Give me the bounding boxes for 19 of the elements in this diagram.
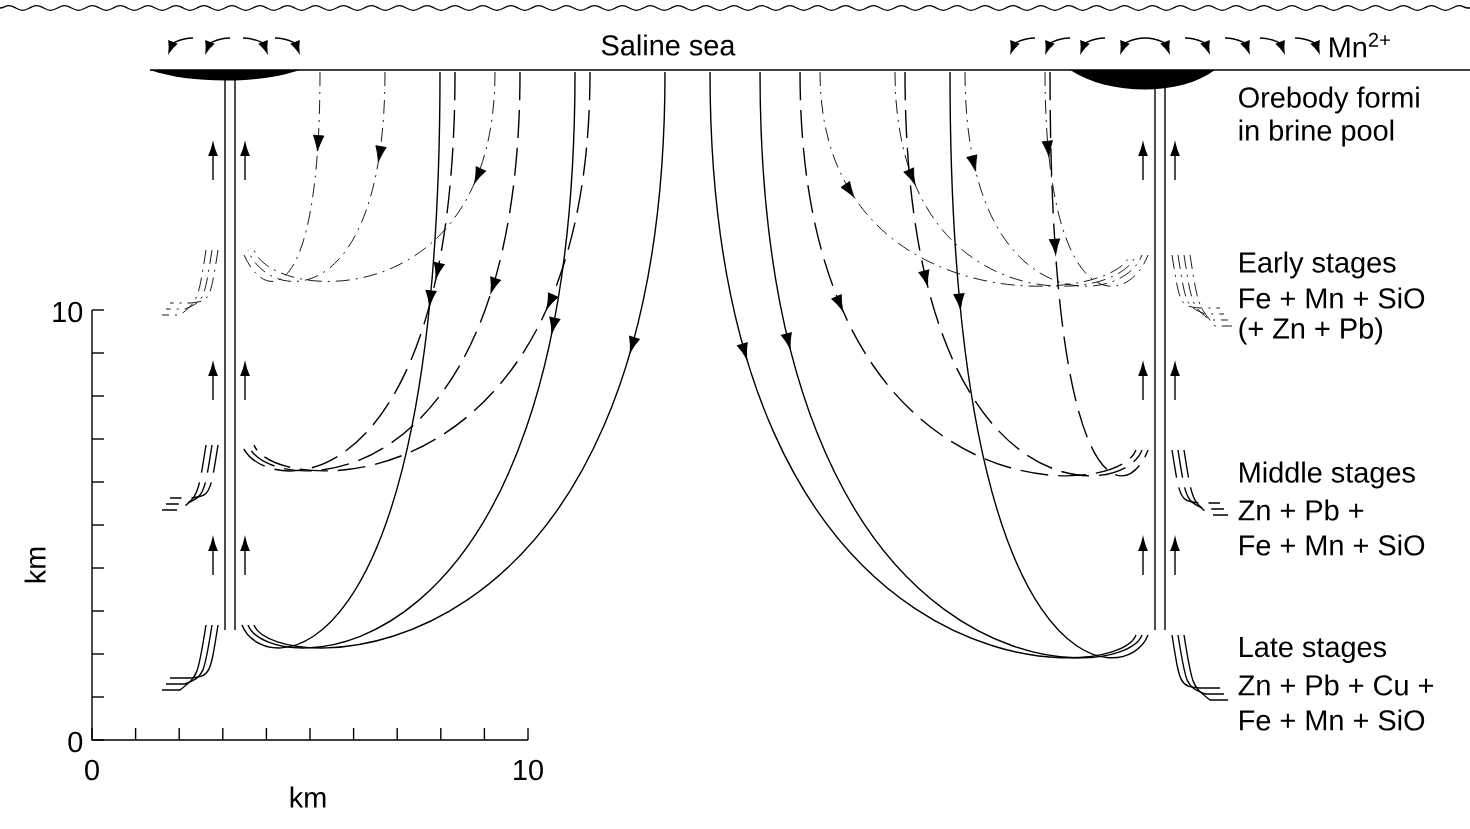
axis-label: 10 (514, 759, 543, 781)
label-text: Fe + Mn + SiO (1240, 534, 1425, 556)
axis-label: km (24, 547, 46, 583)
axis-label: 0 (85, 759, 99, 781)
label-text: in brine pool (1239, 119, 1394, 147)
label-text: Fe + Mn + SiO (1240, 709, 1425, 731)
axis-label: 0 (68, 731, 83, 753)
axis-label: 10 (53, 301, 83, 323)
label-text: (+ Zn + Pb) (1239, 317, 1383, 345)
label-text: Zn + Pb + (1238, 499, 1364, 521)
label-text: Mn$^{2+}$ (1330, 32, 1390, 58)
label-text: Zn + Pb + Cu + (1238, 674, 1434, 696)
label-text: Saline sea (601, 34, 736, 56)
label-text: Orebody formi (1239, 86, 1419, 114)
label-text: Early stages (1240, 251, 1396, 279)
axis-label: km (290, 786, 326, 808)
label-text: Late stages (1240, 637, 1386, 663)
label-text: Fe + Mn + SiO (1240, 287, 1425, 309)
label-text: Middle stages (1240, 461, 1415, 489)
